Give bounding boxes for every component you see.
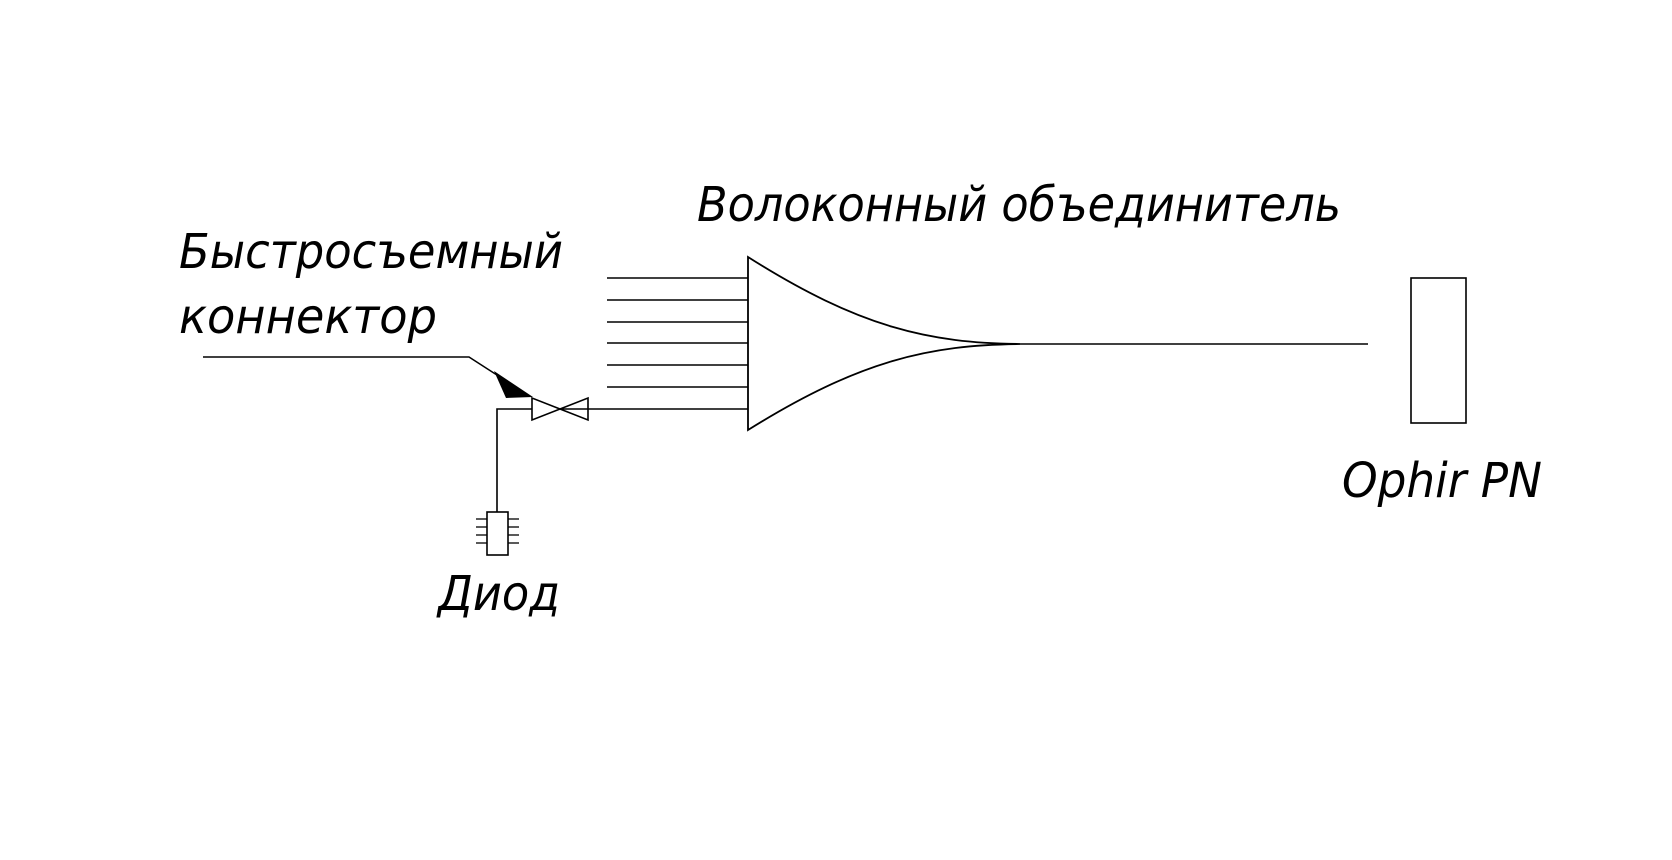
input-fiber-bundle (560, 277, 748, 410)
diode-fiber (496, 408, 532, 512)
leader-arrowhead (494, 371, 533, 398)
diode-symbol (476, 511, 519, 556)
fiber-combiner-taper (747, 255, 1021, 432)
fiber-combiner-label: Волоконный объединитель (697, 177, 1341, 233)
diode-label: Диод (436, 566, 560, 622)
quick-connector-label-line1: Быстросъемный (179, 224, 563, 280)
connector-leader-line (203, 356, 501, 378)
quick-connector-label-line2: коннектор (179, 289, 437, 345)
power-meter-label: Ophir PN (1342, 453, 1542, 509)
power-meter-sensor (1410, 277, 1467, 424)
